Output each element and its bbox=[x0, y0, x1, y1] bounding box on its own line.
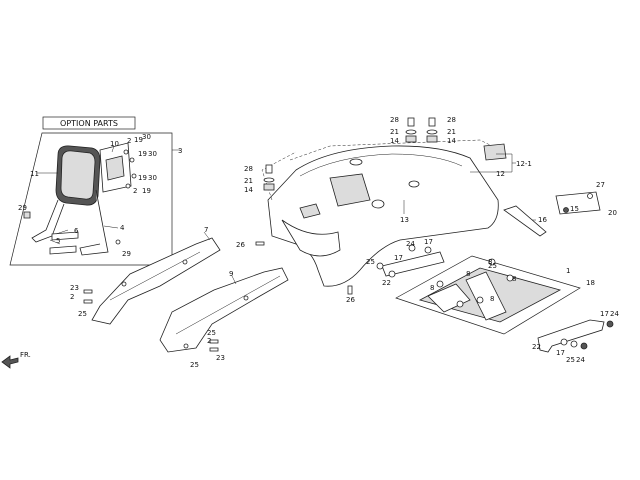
callout-21-b: 21 bbox=[447, 128, 456, 136]
callout-14-c: 14 bbox=[244, 186, 253, 194]
grab-rail-frame bbox=[395, 255, 581, 335]
callout-26-a: 26 bbox=[236, 241, 245, 249]
callout-3: 3 bbox=[178, 147, 182, 155]
callout-25-b: 25 bbox=[207, 329, 216, 337]
callout-2-d: 2 bbox=[207, 337, 211, 345]
callout-19-d: 19 bbox=[142, 187, 151, 195]
callout-16: 16 bbox=[538, 216, 547, 224]
callout-25-e: 25 bbox=[488, 262, 497, 270]
callout-29-b: 29 bbox=[122, 250, 131, 258]
option-parts-label-box bbox=[42, 116, 136, 130]
callout-25-c: 25 bbox=[190, 361, 199, 369]
callout-2-a: 2 bbox=[127, 137, 131, 145]
callout-17-b: 17 bbox=[394, 254, 403, 262]
side-bolt-stack: 28 21 14 bbox=[244, 164, 275, 194]
callout-30-c: 30 bbox=[148, 174, 157, 182]
callout-20: 20 bbox=[608, 209, 617, 217]
rear-fender: 12-1 12 13 bbox=[261, 139, 532, 287]
callout-1: 1 bbox=[566, 267, 570, 275]
callout-8-d: 8 bbox=[512, 275, 516, 283]
callout-24-b: 24 bbox=[576, 356, 585, 364]
callout-28-c: 28 bbox=[244, 165, 253, 173]
front-arrow-icon bbox=[1, 355, 19, 369]
callout-22-b: 22 bbox=[532, 343, 541, 351]
callout-30-a: 30 bbox=[142, 133, 151, 141]
callout-27: 27 bbox=[596, 181, 605, 189]
callout-8-e: 8 bbox=[490, 295, 494, 303]
callout-8-b: 8 bbox=[466, 270, 470, 278]
callout-4: 4 bbox=[120, 224, 125, 232]
callout-19-c: 19 bbox=[138, 174, 147, 182]
callout-17-d: 17 bbox=[600, 310, 609, 318]
callout-24-c: 24 bbox=[610, 310, 619, 318]
callout-17-c: 17 bbox=[556, 349, 565, 357]
side-cover-screws: 23 2 25 25 2 23 25 26 26 bbox=[70, 241, 355, 369]
callout-19-a: 19 bbox=[134, 136, 143, 144]
option-parts-group: OPTION PARTS 10 2 19 30 19 30 19 bbox=[9, 116, 182, 266]
side-cover-9: 9 bbox=[159, 267, 289, 353]
backrest-pad-face bbox=[60, 150, 96, 200]
callout-29-a: 29 bbox=[18, 204, 27, 212]
front-direction-label: FR. bbox=[20, 351, 31, 359]
grab-rail-assembly: 8 8 8 8 8 1 18 25 bbox=[395, 255, 595, 335]
callout-23-b: 23 bbox=[216, 354, 225, 362]
callout-28-a: 28 bbox=[390, 116, 399, 124]
callout-25-d: 25 bbox=[366, 258, 375, 266]
front-direction-indicator: FR. bbox=[1, 351, 31, 369]
callout-21-c: 21 bbox=[244, 177, 253, 185]
callout-10: 10 bbox=[110, 140, 119, 148]
lower-bracket: 22 17 25 24 17 24 bbox=[532, 310, 619, 364]
callout-12: 12 bbox=[496, 170, 505, 178]
callout-24-a: 24 bbox=[406, 240, 415, 248]
callout-18: 18 bbox=[586, 279, 595, 287]
callout-25-f: 25 bbox=[566, 356, 575, 364]
side-cover-7: 7 bbox=[91, 226, 221, 325]
callout-2-c: 2 bbox=[70, 293, 74, 301]
callout-14-b: 14 bbox=[447, 137, 456, 145]
callout-30-b: 30 bbox=[148, 150, 157, 158]
callout-26-b: 26 bbox=[346, 296, 355, 304]
callout-8-c: 8 bbox=[488, 258, 492, 266]
center-bracket: 24 17 17 25 22 bbox=[366, 238, 445, 287]
callout-15: 15 bbox=[570, 205, 579, 213]
callout-14-a: 14 bbox=[390, 137, 399, 145]
callout-7: 7 bbox=[204, 226, 208, 234]
callout-11: 11 bbox=[30, 170, 39, 178]
callout-17-a: 17 bbox=[424, 238, 433, 246]
callout-12-1: 12-1 bbox=[516, 160, 532, 168]
callout-21-a: 21 bbox=[390, 128, 399, 136]
callout-25-a: 25 bbox=[78, 310, 87, 318]
callout-5: 5 bbox=[56, 237, 60, 245]
callout-9: 9 bbox=[229, 270, 233, 278]
callout-2-b: 2 bbox=[133, 187, 137, 195]
option-parts-title: OPTION PARTS bbox=[60, 119, 118, 128]
callout-28-b: 28 bbox=[447, 116, 456, 124]
sissy-bar-frame bbox=[79, 189, 109, 256]
callout-13: 13 bbox=[400, 216, 409, 224]
right-brackets: 16 15 27 20 bbox=[503, 181, 617, 237]
callout-19-b: 19 bbox=[138, 150, 147, 158]
callout-8-a: 8 bbox=[430, 284, 434, 292]
side-plate bbox=[51, 231, 79, 241]
callout-6: 6 bbox=[74, 227, 79, 235]
fender-mount-bolts: 28 21 14 28 21 14 bbox=[390, 116, 456, 145]
callout-22-a: 22 bbox=[382, 279, 391, 287]
callout-23-a: 23 bbox=[70, 284, 79, 292]
